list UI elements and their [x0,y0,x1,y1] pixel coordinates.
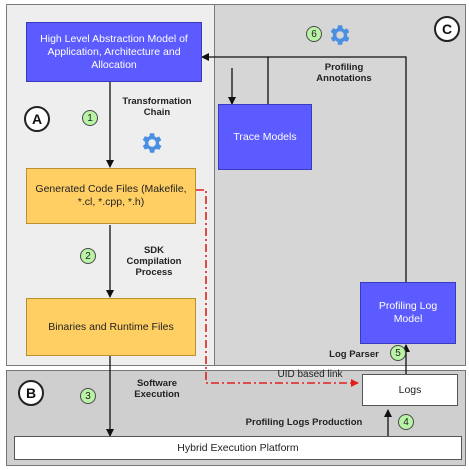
profiling-log-model-box: Profiling Log Model [360,282,456,344]
step-2-badge: 2 [80,248,96,264]
log-parser-label: Log Parser [329,349,379,360]
step-6-badge: 6 [306,26,322,42]
uid-link [196,189,359,387]
binaries-box: Binaries and Runtime Files [26,298,196,356]
arrow-annotations [201,53,269,104]
logs-box: Logs [362,374,458,406]
step-4-badge: 4 [398,414,414,430]
software-execution-label: Software Execution [134,378,180,400]
step-3-badge: 3 [80,388,96,404]
region-a-label: A [24,106,50,132]
gear-icon [142,133,162,153]
profiling-logs-production-label: Profiling Logs Production [245,417,363,428]
region-b-label: B [18,380,44,406]
arrow-profiling-feedback [268,56,407,282]
sdk-compilation-label: SDK Compilation Process [126,245,182,278]
uid-link-label: UID based link [277,369,343,380]
gear-icon [330,25,350,45]
transformation-chain-label: Transformation Chain [122,96,192,118]
profiling-annotations-label: Profiling Annotations [316,62,372,84]
region-c-label: C [434,16,460,42]
trace-models-box: Trace Models [218,104,312,170]
platform-box: Hybrid Execution Platform [14,436,462,460]
generated-code-box: Generated Code Files (Makefile, *.cl, *.… [26,168,196,224]
abstraction-model-box: High Level Abstraction Model of Applicat… [26,22,202,82]
step-1-badge: 1 [82,110,98,126]
step-5-badge: 5 [390,345,406,361]
